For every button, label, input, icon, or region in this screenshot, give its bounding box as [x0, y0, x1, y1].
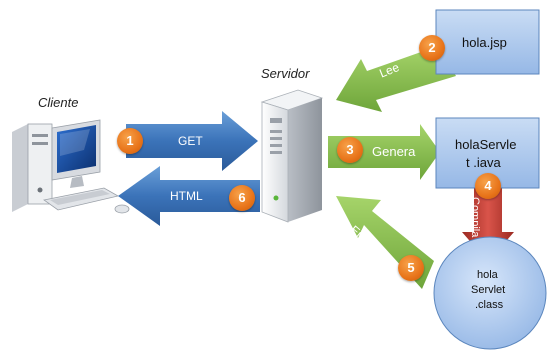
step-4-badge: 4 [475, 173, 501, 199]
get-arrow-label: GET [178, 134, 203, 148]
cliente-label: Cliente [38, 95, 79, 110]
lee-arrow [336, 46, 456, 112]
java-file-label-line1: holaServle [455, 137, 517, 152]
class-file-label-line1: hola [477, 269, 498, 281]
step-2-badge: 2 [419, 35, 445, 61]
step-1-badge: 1 [117, 128, 143, 154]
class-file-label-line3: .class [475, 299, 504, 311]
html-arrow-label: HTML [170, 189, 203, 203]
step-5-badge: 5 [398, 255, 424, 281]
jsp-file-box [435, 9, 540, 75]
get-arrow [126, 111, 258, 171]
server-icon [260, 89, 324, 223]
step-3-badge: 3 [337, 137, 363, 163]
step-6-badge: 6 [229, 185, 255, 211]
compila-arrow-label: Compila [469, 197, 481, 238]
class-file-label-line2: Servlet [471, 284, 506, 296]
servidor-label: Servidor [261, 66, 310, 81]
java-file-label-line2: t .iava [466, 155, 501, 170]
jsp-file-label: hola.jsp [462, 35, 507, 50]
genera-arrow-label: Genera [372, 144, 416, 159]
html-arrow [118, 166, 260, 226]
class-file-circle [433, 236, 547, 350]
client-computer-icon [12, 119, 130, 214]
